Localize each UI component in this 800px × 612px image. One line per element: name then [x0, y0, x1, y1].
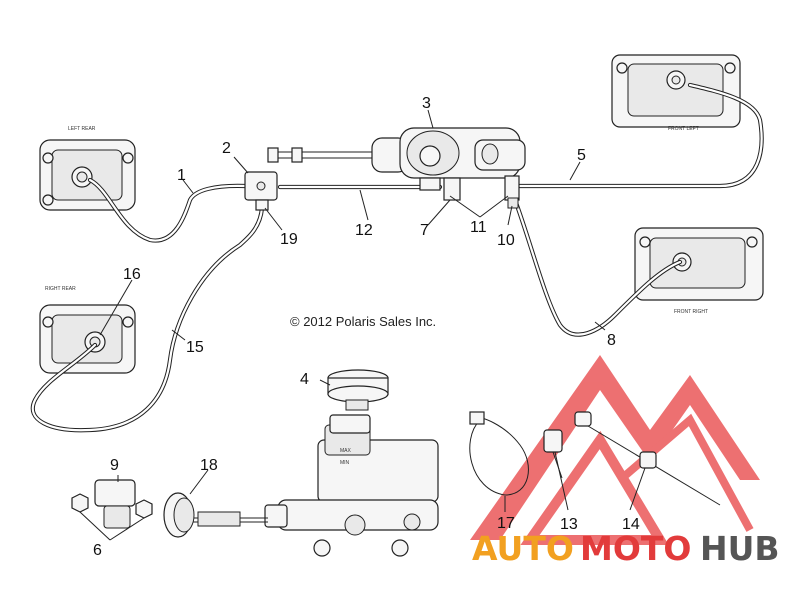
clevis-and-nuts — [71, 479, 153, 529]
callout-2: 2 — [222, 140, 231, 157]
watermark-auto: AUTO — [472, 529, 574, 568]
callout-16: 16 — [123, 266, 141, 283]
callout-numbers: 1 2 3 4 5 6 7 8 9 10 11 12 13 14 15 16 1… — [93, 95, 640, 559]
callout-3: 3 — [422, 95, 431, 112]
watermark-hub: HUB — [700, 529, 780, 568]
left-rear-caliper: LEFT REAR — [39, 126, 136, 211]
front-right-label: FRONT RIGHT — [674, 309, 708, 315]
callout-1: 1 — [177, 167, 186, 184]
callout-19: 19 — [280, 231, 298, 248]
callout-7: 7 — [420, 222, 429, 239]
master-cylinder: MAX MIN — [190, 414, 439, 557]
callout-9: 9 — [110, 457, 119, 474]
watermark-moto: MOTO — [580, 529, 691, 568]
leader-lines — [79, 109, 646, 541]
callout-8: 8 — [607, 332, 616, 349]
callout-12: 12 — [355, 222, 373, 239]
brake-valve-assembly — [267, 127, 526, 209]
callout-15: 15 — [186, 339, 204, 356]
front-left-label: FRONT LEFT — [668, 126, 699, 132]
cable-tie — [469, 411, 529, 496]
brake-lines — [30, 82, 764, 433]
reservoir-cap — [327, 369, 389, 411]
clip-14 — [574, 411, 721, 506]
callout-17: 17 — [497, 515, 515, 532]
left-rear-label: LEFT REAR — [68, 126, 96, 132]
reservoir-min-mark: MIN — [340, 460, 350, 466]
callout-5: 5 — [577, 147, 586, 164]
callout-18: 18 — [200, 457, 218, 474]
callout-14: 14 — [622, 516, 640, 533]
copyright-text: © 2012 Polaris Sales Inc. — [290, 314, 436, 329]
callout-13: 13 — [560, 516, 578, 533]
callout-11: 11 — [470, 219, 487, 236]
front-left-caliper: FRONT LEFT — [611, 54, 741, 132]
boot — [163, 492, 195, 538]
watermark-logo-text: AUTO MOTO HUB — [472, 529, 780, 568]
callout-4: 4 — [300, 371, 309, 388]
reservoir-max-mark: MAX — [340, 448, 352, 454]
front-right-caliper: FRONT RIGHT — [634, 227, 764, 315]
callout-10: 10 — [497, 232, 515, 249]
callout-6: 6 — [93, 542, 102, 559]
junction-block — [244, 171, 278, 211]
watermark-logo-triangles — [470, 355, 760, 545]
right-rear-label: RIGHT REAR — [45, 286, 76, 292]
